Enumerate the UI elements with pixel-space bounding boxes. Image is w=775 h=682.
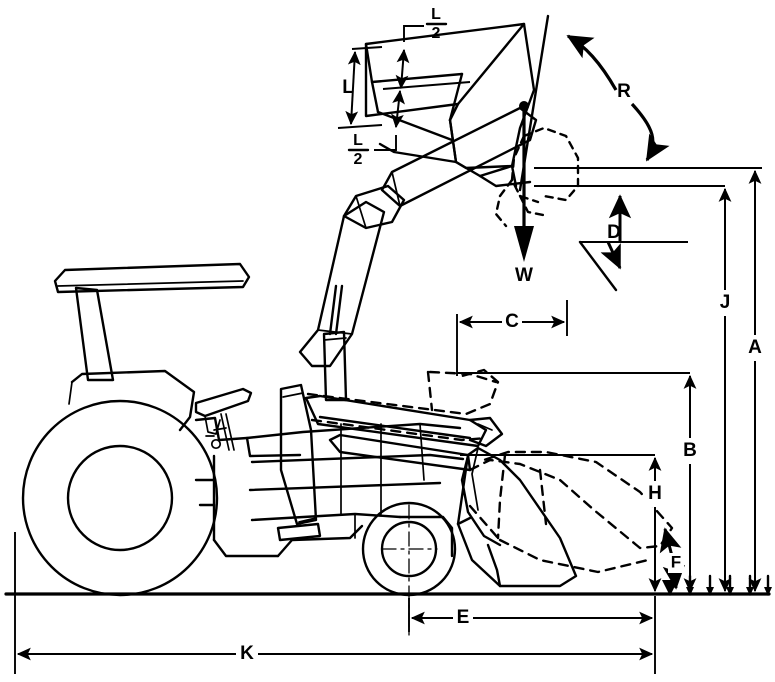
operator-seat — [194, 387, 253, 435]
dim-label-A: A — [748, 337, 762, 358]
fraction-L-over-2-top: L 2 — [425, 6, 448, 42]
D-reference-diagonal — [578, 240, 618, 292]
dim-label-C: C — [505, 311, 519, 332]
dim-label-R: R — [617, 81, 631, 102]
frac-bottom-denominator: 2 — [354, 151, 363, 168]
dim-label-K: K — [240, 643, 254, 664]
L-dimension-arrow — [345, 50, 361, 126]
dimension-K: K — [14, 532, 656, 674]
horizontal-extension-lines — [457, 167, 762, 456]
dim-label-E: E — [457, 607, 470, 628]
loader-mount-tower — [276, 383, 322, 542]
lift-cylinder — [322, 284, 348, 402]
tractor-canopy — [53, 262, 251, 294]
tractor-body-group — [21, 262, 465, 641]
L-half-lower-arrow — [391, 89, 405, 129]
loader-arm-ghost-upper — [306, 368, 500, 442]
dim-label-H: H — [648, 483, 662, 504]
rotation-arc-lower — [630, 102, 670, 162]
dim-label-F: F — [671, 552, 681, 571]
load-arrow-W: W — [514, 104, 534, 286]
L-ext-top — [351, 46, 383, 50]
L-half-upper-arrow — [395, 48, 410, 90]
load-arrowhead — [514, 226, 534, 262]
tractor-chassis — [194, 416, 302, 558]
dimension-H: H — [645, 456, 665, 593]
L-half-bottom-leader — [374, 135, 397, 151]
ground-hatch-0 — [662, 580, 678, 596]
frac-bottom-numerator: L — [353, 132, 363, 149]
D-arrow-down — [600, 241, 622, 270]
dim-label-W: W — [515, 265, 533, 286]
loader-boom-raised — [298, 106, 538, 368]
rotation-arc-upper — [566, 34, 618, 91]
dim-label-D: D — [607, 222, 621, 243]
dimension-C: C — [456, 300, 568, 376]
rear-fender — [68, 369, 196, 432]
dimension-D: D — [578, 194, 632, 292]
loader-boom-carry — [304, 394, 488, 448]
canopy-support-post — [74, 286, 115, 382]
L-half-top-leader — [403, 25, 424, 42]
dim-label-B: B — [683, 440, 697, 461]
bucket-max-height-solid — [364, 22, 536, 188]
dimension-J: J — [715, 187, 735, 593]
dim-label-J: J — [720, 292, 731, 313]
dimension-B: B — [680, 374, 700, 593]
bucket-L-dimensions: L L 2 L 2 — [337, 6, 471, 168]
bucket-ghost-rollback — [468, 450, 674, 574]
loader-arm-lower-solid — [304, 394, 504, 472]
rear-tire — [21, 399, 219, 597]
dimension-E: E — [408, 596, 656, 640]
L-ext-bottom — [337, 124, 383, 129]
bucket-dump-ghost — [494, 126, 580, 228]
dimension-A: A — [745, 169, 765, 593]
frac-top-denominator: 2 — [432, 25, 441, 42]
dimension-F: F — [659, 527, 685, 590]
frac-top-numerator: L — [431, 6, 441, 23]
dim-label-L: L — [342, 77, 354, 98]
ground-hatch-marks — [662, 574, 772, 596]
fraction-L-over-2-bottom: L 2 — [347, 132, 370, 168]
